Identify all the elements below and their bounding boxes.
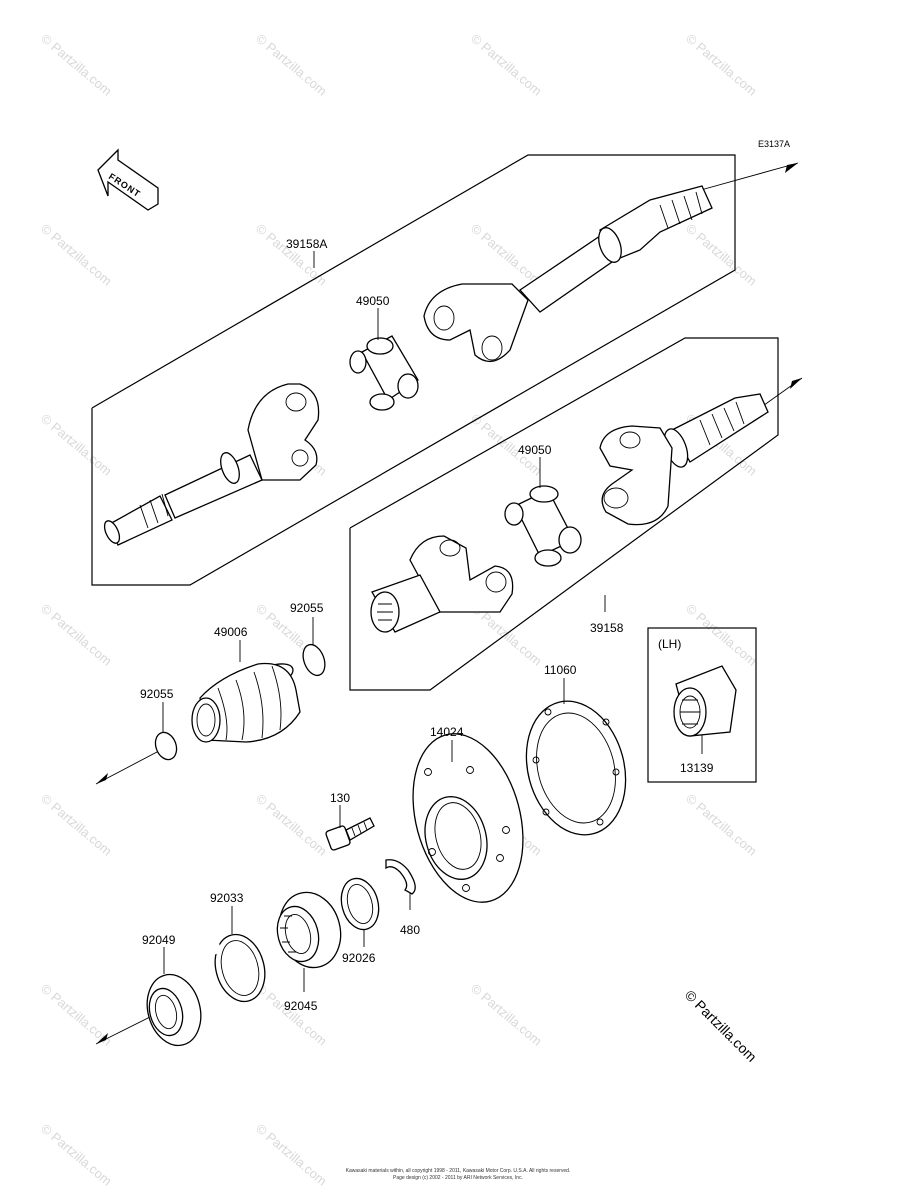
- watermark: © Partzilla.com: [683, 601, 760, 669]
- label-49050-top: 49050: [356, 294, 390, 308]
- watermark: © Partzilla.com: [253, 981, 330, 1049]
- watermark: © Partzilla.com: [38, 601, 115, 669]
- propeller-shaft-39158: [370, 393, 769, 633]
- label-lh: (LH): [658, 637, 681, 651]
- watermark: © Partzilla.com: [38, 31, 115, 99]
- lh-box: [647, 627, 757, 783]
- label-92055-right: 92055: [290, 601, 324, 615]
- bolt-130: [325, 817, 375, 851]
- watermark: © Partzilla.com: [253, 31, 330, 99]
- diagram-code: E3137A: [758, 139, 790, 149]
- propeller-shaft-39158A: [103, 185, 713, 546]
- label-13139: 13139: [680, 761, 714, 775]
- label-480: 480: [400, 923, 420, 937]
- label-92045: 92045: [284, 999, 318, 1013]
- label-49006: 49006: [214, 625, 248, 639]
- watermark: © Partzilla.com: [253, 791, 330, 859]
- part-labels: 39158A 49050 49050 39158 92055 49006 920…: [140, 237, 714, 1013]
- label-49050-bottom: 49050: [518, 443, 552, 457]
- boot-49006: [191, 662, 301, 743]
- coupling-13139: [673, 665, 737, 737]
- gasket-11060: [525, 700, 627, 836]
- watermark: © Partzilla.com: [38, 791, 115, 859]
- label-39158A: 39158A: [286, 237, 327, 251]
- label-130: 130: [330, 791, 350, 805]
- label-14024: 14024: [430, 725, 464, 739]
- housing-14024: [412, 733, 524, 903]
- bearing-92045: [276, 891, 342, 969]
- label-92026: 92026: [342, 951, 376, 965]
- watermark: © Partzilla.com: [683, 31, 760, 99]
- watermark: © Partzilla.com: [468, 221, 545, 289]
- label-92049: 92049: [142, 933, 176, 947]
- oil-seal-92049: [146, 973, 202, 1047]
- leader-lines: [162, 251, 703, 992]
- footer-copyright: Kawasaki materials within, all copyright…: [346, 1168, 571, 1174]
- o-ring-92055-left: [154, 731, 178, 761]
- circlip-480: [385, 859, 416, 895]
- watermark: © Partzilla.com: [468, 981, 545, 1049]
- label-92033: 92033: [210, 891, 244, 905]
- watermark: © Partzilla.com: [38, 1121, 115, 1189]
- watermark: © Partzilla.com: [683, 791, 760, 859]
- washer-92026: [340, 877, 380, 931]
- watermark: © Partzilla.com: [253, 1121, 330, 1189]
- watermark: © Partzilla.com: [468, 31, 545, 99]
- snap-ring-92033: [207, 933, 266, 1003]
- universal-joint-top: [349, 335, 419, 411]
- watermark: © Partzilla.com: [38, 221, 115, 289]
- watermark: © Partzilla.com: [38, 411, 115, 479]
- label-11060: 11060: [544, 663, 577, 677]
- corner-watermark: © Partzilla.com: [682, 987, 760, 1065]
- footer-page-design: Page design (c) 2002 - 2011 by ARI Netwo…: [393, 1175, 523, 1181]
- universal-joint-bottom: [504, 485, 582, 567]
- label-92055-left: 92055: [140, 687, 174, 701]
- watermark: © Partzilla.com: [253, 221, 330, 289]
- label-39158: 39158: [590, 621, 624, 635]
- assembly-frame-39158: [349, 337, 779, 691]
- o-ring-92055-right: [302, 643, 326, 677]
- assembly-frame-39158A: [91, 154, 736, 586]
- front-arrow: FRONT: [97, 148, 159, 211]
